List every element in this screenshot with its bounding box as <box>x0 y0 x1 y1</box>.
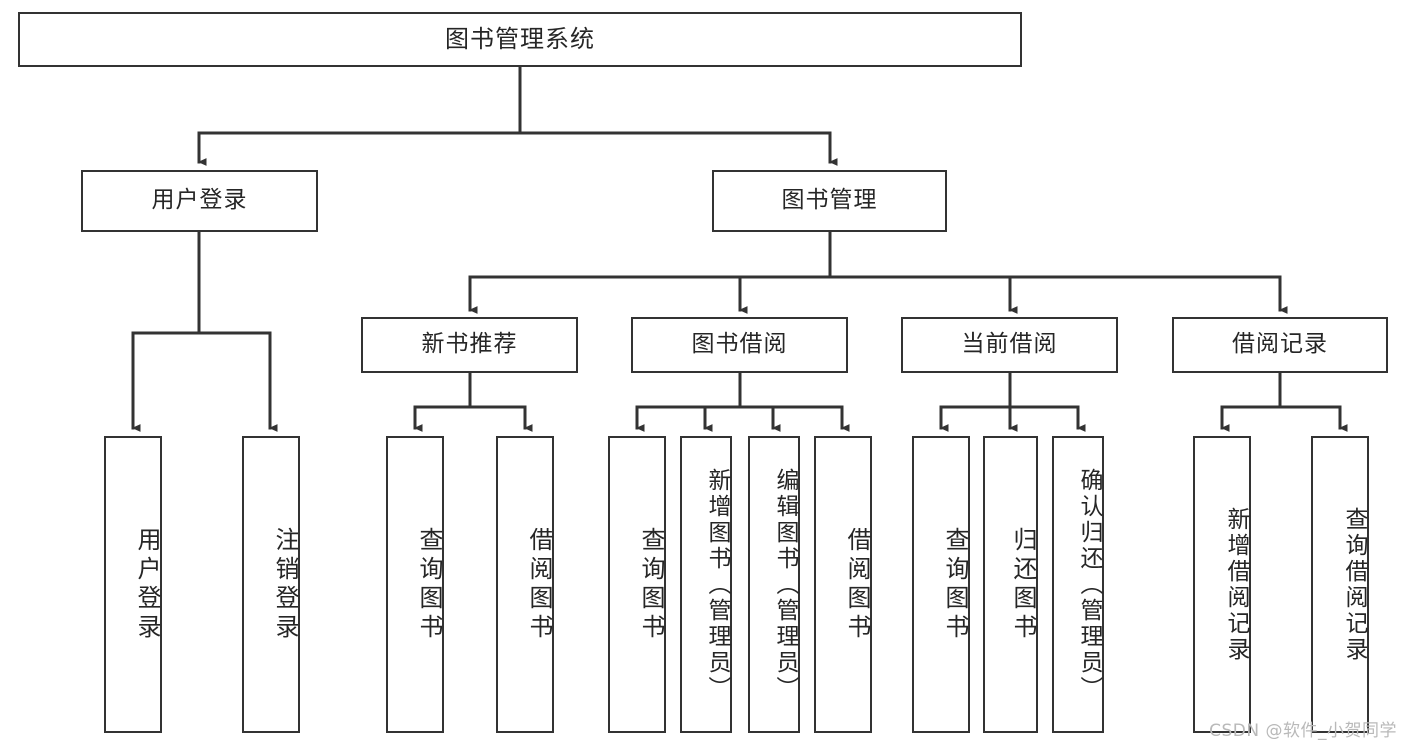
leaf-return-books[interactable]: 归还图书 <box>983 436 1038 733</box>
leaf-query-books-current[interactable]: 查询图书 <box>912 436 970 733</box>
leaf-query-borrowing-record[interactable]: 查询借阅记录 <box>1311 436 1369 733</box>
node-book-management[interactable]: 图书管理 <box>712 170 947 232</box>
leaf-query-books-new-book[interactable]: 查询图书 <box>386 436 444 733</box>
node-user-login[interactable]: 用户登录 <box>81 170 318 232</box>
node-root-book-management-system[interactable]: 图书管理系统 <box>18 12 1022 67</box>
leaf-user-login[interactable]: 用户登录 <box>104 436 162 733</box>
node-book-borrowing[interactable]: 图书借阅 <box>631 317 848 373</box>
node-borrowing-record[interactable]: 借阅记录 <box>1172 317 1388 373</box>
leaf-add-book-admin[interactable]: 新增图书（管理员） <box>680 436 732 733</box>
leaf-edit-book-admin[interactable]: 编辑图书（管理员） <box>748 436 800 733</box>
leaf-add-borrowing-record[interactable]: 新增借阅记录 <box>1193 436 1251 733</box>
leaf-logout[interactable]: 注销登录 <box>242 436 300 733</box>
leaf-query-books-borrowing[interactable]: 查询图书 <box>608 436 666 733</box>
csdn-watermark: CSDN @软件_小贺同学 <box>1209 721 1397 741</box>
leaf-borrow-books-new-book[interactable]: 借阅图书 <box>496 436 554 733</box>
leaf-borrow-books-borrowing[interactable]: 借阅图书 <box>814 436 872 733</box>
leaf-confirm-return-admin[interactable]: 确认归还（管理员） <box>1052 436 1104 733</box>
node-current-borrowing[interactable]: 当前借阅 <box>901 317 1118 373</box>
node-new-book-recommendation[interactable]: 新书推荐 <box>361 317 578 373</box>
